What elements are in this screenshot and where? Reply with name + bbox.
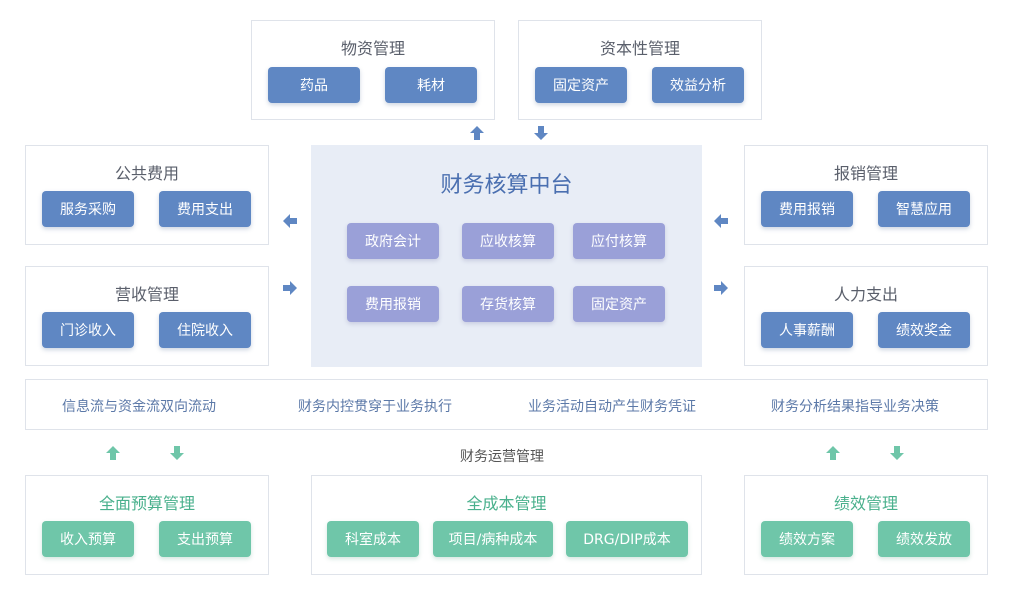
arrow-right-icon xyxy=(283,281,297,295)
revenue-management-title: 营收管理 xyxy=(114,285,179,304)
budget-management-title: 全面预算管理 xyxy=(98,494,195,513)
arrow-left-icon xyxy=(714,214,728,228)
inventory-accounting-button[interactable]: 存货核算 xyxy=(462,286,554,322)
arrow-down-icon xyxy=(170,446,184,460)
arrow-right-icon xyxy=(714,281,728,295)
reimburse-expense-button[interactable]: 费用报销 xyxy=(761,191,853,227)
receivable-accounting-button[interactable]: 应收核算 xyxy=(462,223,554,259)
arrow-left-icon xyxy=(283,214,297,228)
fixed-assets-button[interactable]: 固定资产 xyxy=(535,67,627,103)
outpatient-income-button[interactable]: 门诊收入 xyxy=(42,312,134,348)
drg-dip-cost-button[interactable]: DRG/DIP成本 xyxy=(566,521,688,557)
center-fixed-assets-button[interactable]: 固定资产 xyxy=(573,286,665,322)
payable-accounting-button[interactable]: 应付核算 xyxy=(573,223,665,259)
arrow-down-icon xyxy=(890,446,904,460)
public-cost-title: 公共费用 xyxy=(114,164,179,183)
principles-strip: 信息流与资金流双向流动 财务内控贯穿于业务执行 业务活动自动产生财务凭证 财务分… xyxy=(25,379,988,430)
performance-management-box: 绩效管理 绩效方案 绩效发放 xyxy=(744,475,988,575)
finance-accounting-platform: 财务核算中台 政府会计 应收核算 应付核算 费用报销 存货核算 固定资产 xyxy=(311,145,702,367)
cost-expenditure-button[interactable]: 费用支出 xyxy=(159,191,251,227)
reimbursement-management-box: 报销管理 费用报销 智慧应用 xyxy=(744,145,988,245)
hr-expenditure-box: 人力支出 人事薪酬 绩效奖金 xyxy=(744,266,988,366)
materials-management-title: 物资管理 xyxy=(340,39,405,58)
gov-accounting-button[interactable]: 政府会计 xyxy=(347,223,439,259)
hr-expenditure-title: 人力支出 xyxy=(833,285,898,304)
center-title: 财务核算中台 xyxy=(440,173,573,198)
capital-management-title: 资本性管理 xyxy=(599,39,680,58)
materials-management-box: 物资管理 药品 耗材 xyxy=(251,20,495,120)
performance-bonus-button[interactable]: 绩效奖金 xyxy=(878,312,970,348)
expense-reimbursement-button[interactable]: 费用报销 xyxy=(347,286,439,322)
budget-management-box: 全面预算管理 收入预算 支出预算 xyxy=(25,475,269,575)
strip-item: 业务活动自动产生财务凭证 xyxy=(528,399,696,415)
income-budget-button[interactable]: 收入预算 xyxy=(42,521,134,557)
capital-management-box: 资本性管理 固定资产 效益分析 xyxy=(518,20,762,120)
strip-item: 财务内控贯穿于业务执行 xyxy=(298,399,452,415)
strip-item: 信息流与资金流双向流动 xyxy=(62,399,216,415)
service-procurement-button[interactable]: 服务采购 xyxy=(42,191,134,227)
revenue-management-box: 营收管理 门诊收入 住院收入 xyxy=(25,266,269,366)
reimbursement-management-title: 报销管理 xyxy=(833,164,898,183)
arrow-up-icon xyxy=(826,446,840,460)
benefit-analysis-button[interactable]: 效益分析 xyxy=(652,67,744,103)
inpatient-income-button[interactable]: 住院收入 xyxy=(159,312,251,348)
medicine-button[interactable]: 药品 xyxy=(268,67,360,103)
performance-management-title: 绩效管理 xyxy=(833,494,898,513)
arrow-up-icon xyxy=(470,126,484,140)
operations-label: 财务运营管理 xyxy=(460,449,544,465)
personnel-salary-button[interactable]: 人事薪酬 xyxy=(761,312,853,348)
performance-plan-button[interactable]: 绩效方案 xyxy=(761,521,853,557)
department-cost-button[interactable]: 科室成本 xyxy=(327,521,419,557)
full-cost-management-title: 全成本管理 xyxy=(466,494,547,513)
full-cost-management-box: 全成本管理 科室成本 项目/病种成本 DRG/DIP成本 xyxy=(311,475,702,575)
consumables-button[interactable]: 耗材 xyxy=(385,67,477,103)
arrow-up-icon xyxy=(106,446,120,460)
performance-payout-button[interactable]: 绩效发放 xyxy=(878,521,970,557)
expense-budget-button[interactable]: 支出预算 xyxy=(159,521,251,557)
arrow-down-icon xyxy=(534,126,548,140)
project-disease-cost-button[interactable]: 项目/病种成本 xyxy=(433,521,553,557)
public-cost-box: 公共费用 服务采购 费用支出 xyxy=(25,145,269,245)
strip-item: 财务分析结果指导业务决策 xyxy=(771,399,939,415)
smart-application-button[interactable]: 智慧应用 xyxy=(878,191,970,227)
